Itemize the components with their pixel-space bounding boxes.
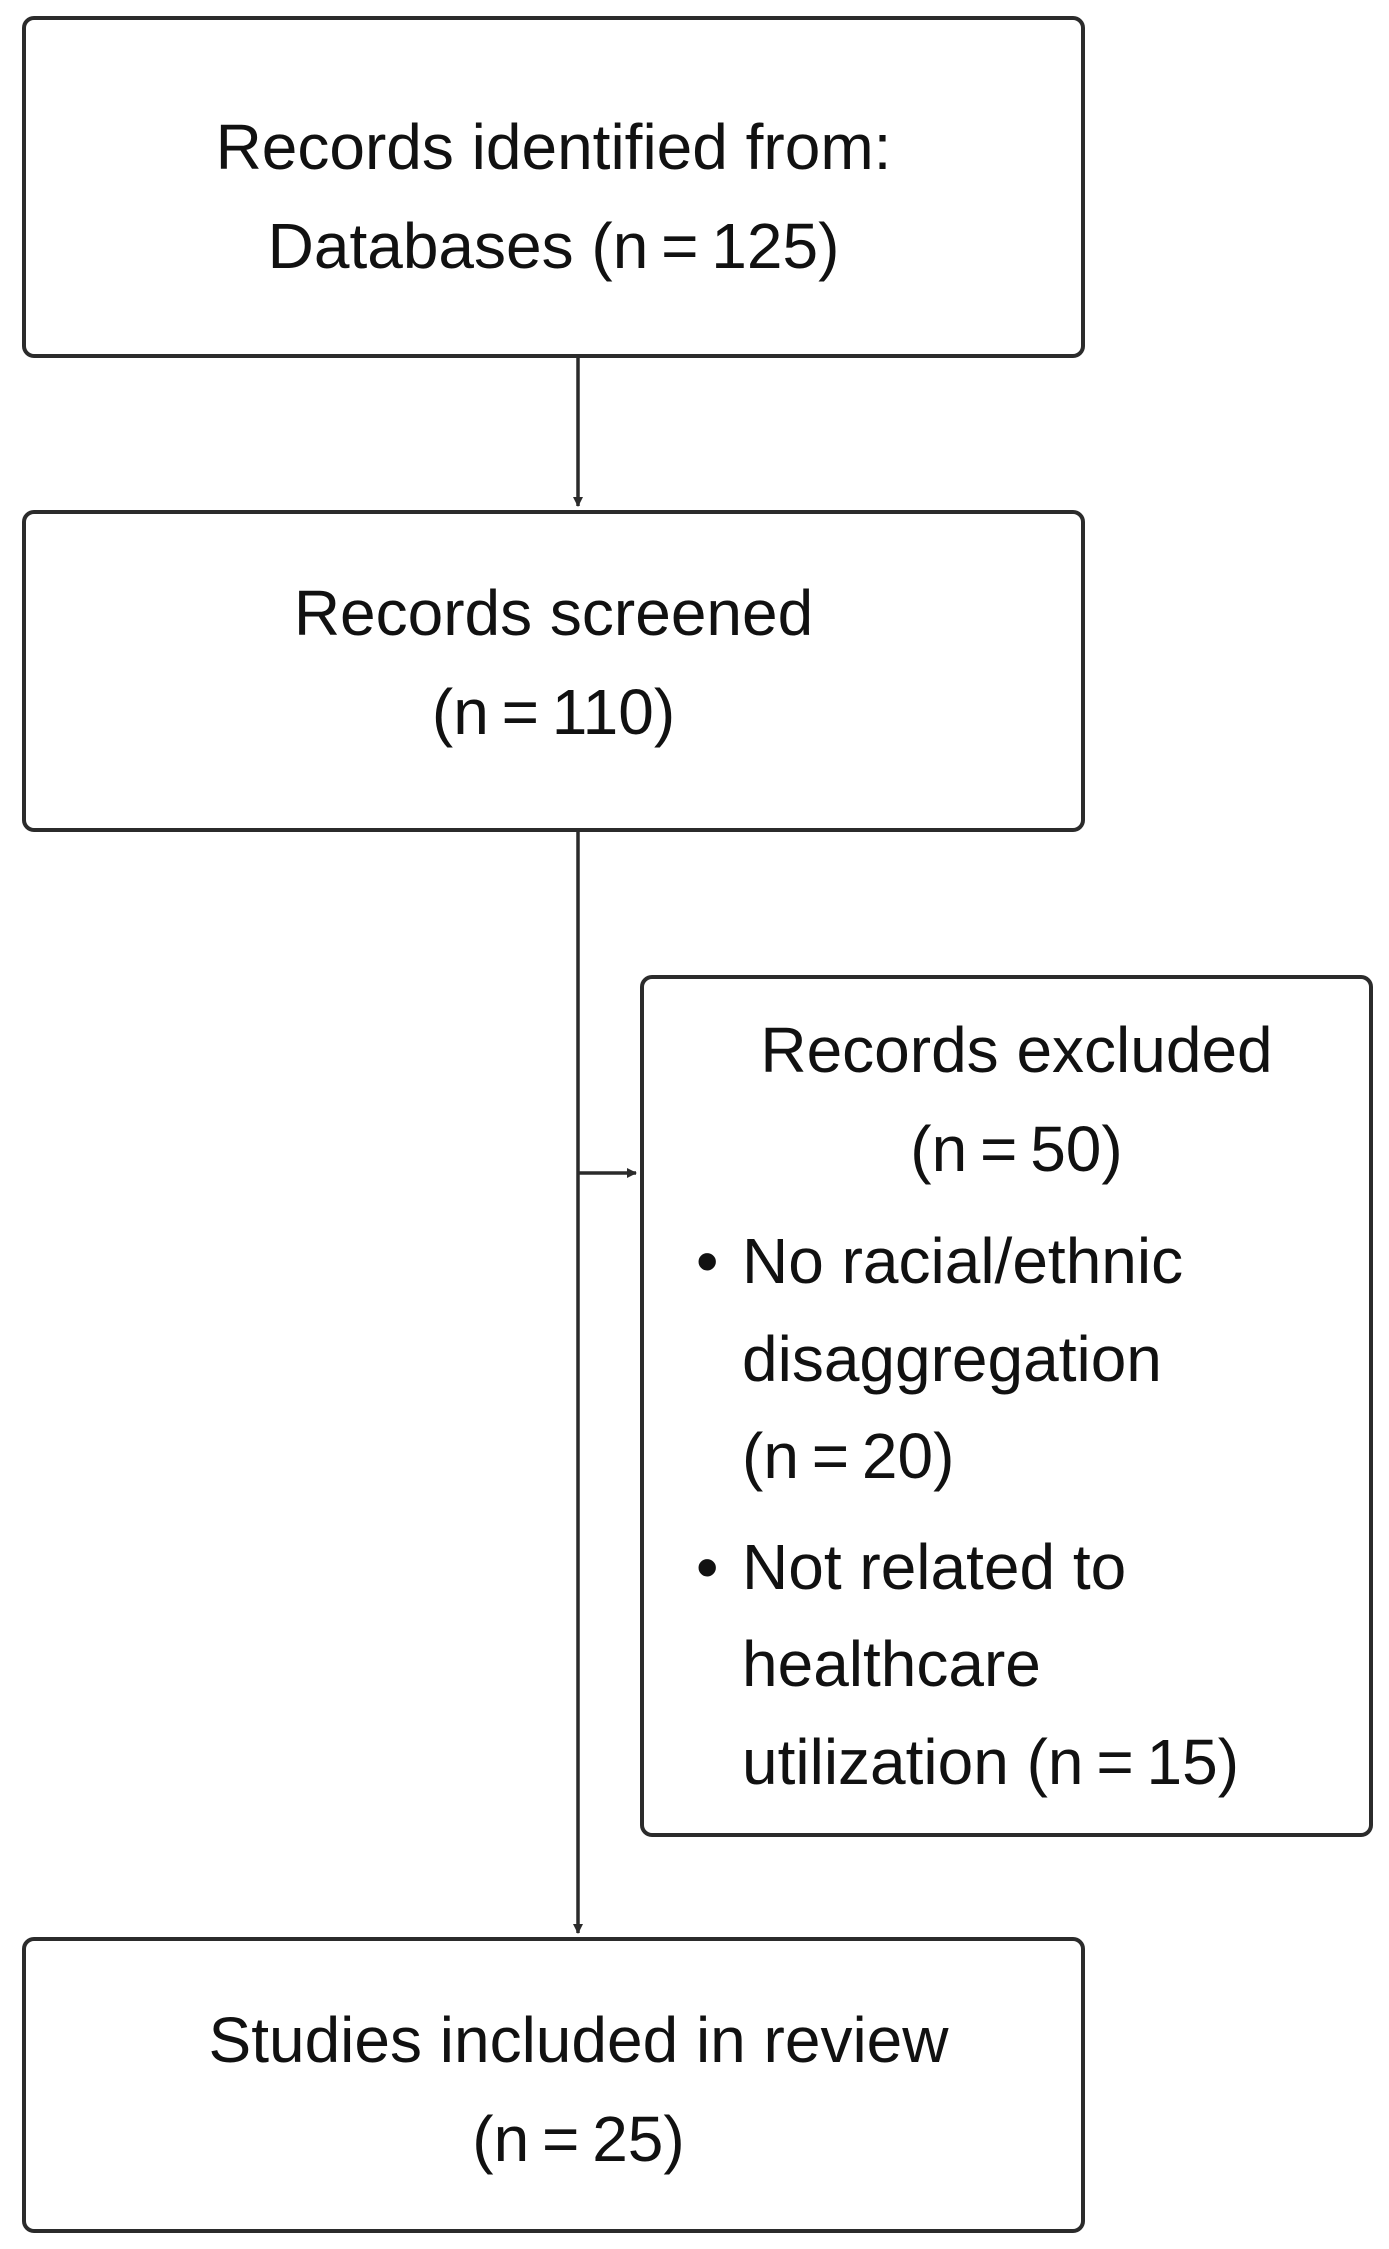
exclusion-reason-item: • Not related to healthcare utilization … xyxy=(696,1519,1369,1811)
records-excluded-count: (n = 50) xyxy=(910,1113,1123,1186)
exclusion-reason-line: healthcare xyxy=(742,1628,1041,1701)
records-excluded-box: Records excluded (n = 50) • No racial/et… xyxy=(640,975,1373,1837)
studies-included-title: Studies included in review xyxy=(208,2004,949,2076)
studies-included-count: (n = 25) xyxy=(472,2103,685,2176)
exclusion-reason-line: (n = 20) xyxy=(742,1419,955,1492)
records-screened-title: Records screened xyxy=(293,577,814,649)
exclusion-reason-line: Not related to xyxy=(742,1531,1127,1604)
bullet-icon: • xyxy=(696,1225,719,1298)
records-identified-count: Databases (n = 125) xyxy=(267,210,840,283)
exclusion-reason-line: disaggregation xyxy=(742,1322,1162,1395)
records-screened-count: (n = 110) xyxy=(431,676,676,749)
studies-included-box: Studies included in review (n = 25) xyxy=(22,1937,1085,2233)
exclusion-reason-line: No racial/ethnic xyxy=(742,1225,1184,1298)
exclusion-reason-item: • No racial/ethnic disaggregation (n = 2… xyxy=(696,1213,1369,1505)
bullet-icon: • xyxy=(696,1531,719,1604)
records-screened-box: Records screened (n = 110) xyxy=(22,510,1085,832)
records-excluded-title: Records excluded xyxy=(760,1014,1273,1086)
records-identified-title: Records identified from: xyxy=(215,111,892,183)
exclusion-reason-line: utilization (n = 15) xyxy=(742,1725,1239,1798)
exclusion-reasons-list: • No racial/ethnic disaggregation (n = 2… xyxy=(644,1213,1369,1811)
records-identified-box: Records identified from: Databases (n = … xyxy=(22,16,1085,358)
